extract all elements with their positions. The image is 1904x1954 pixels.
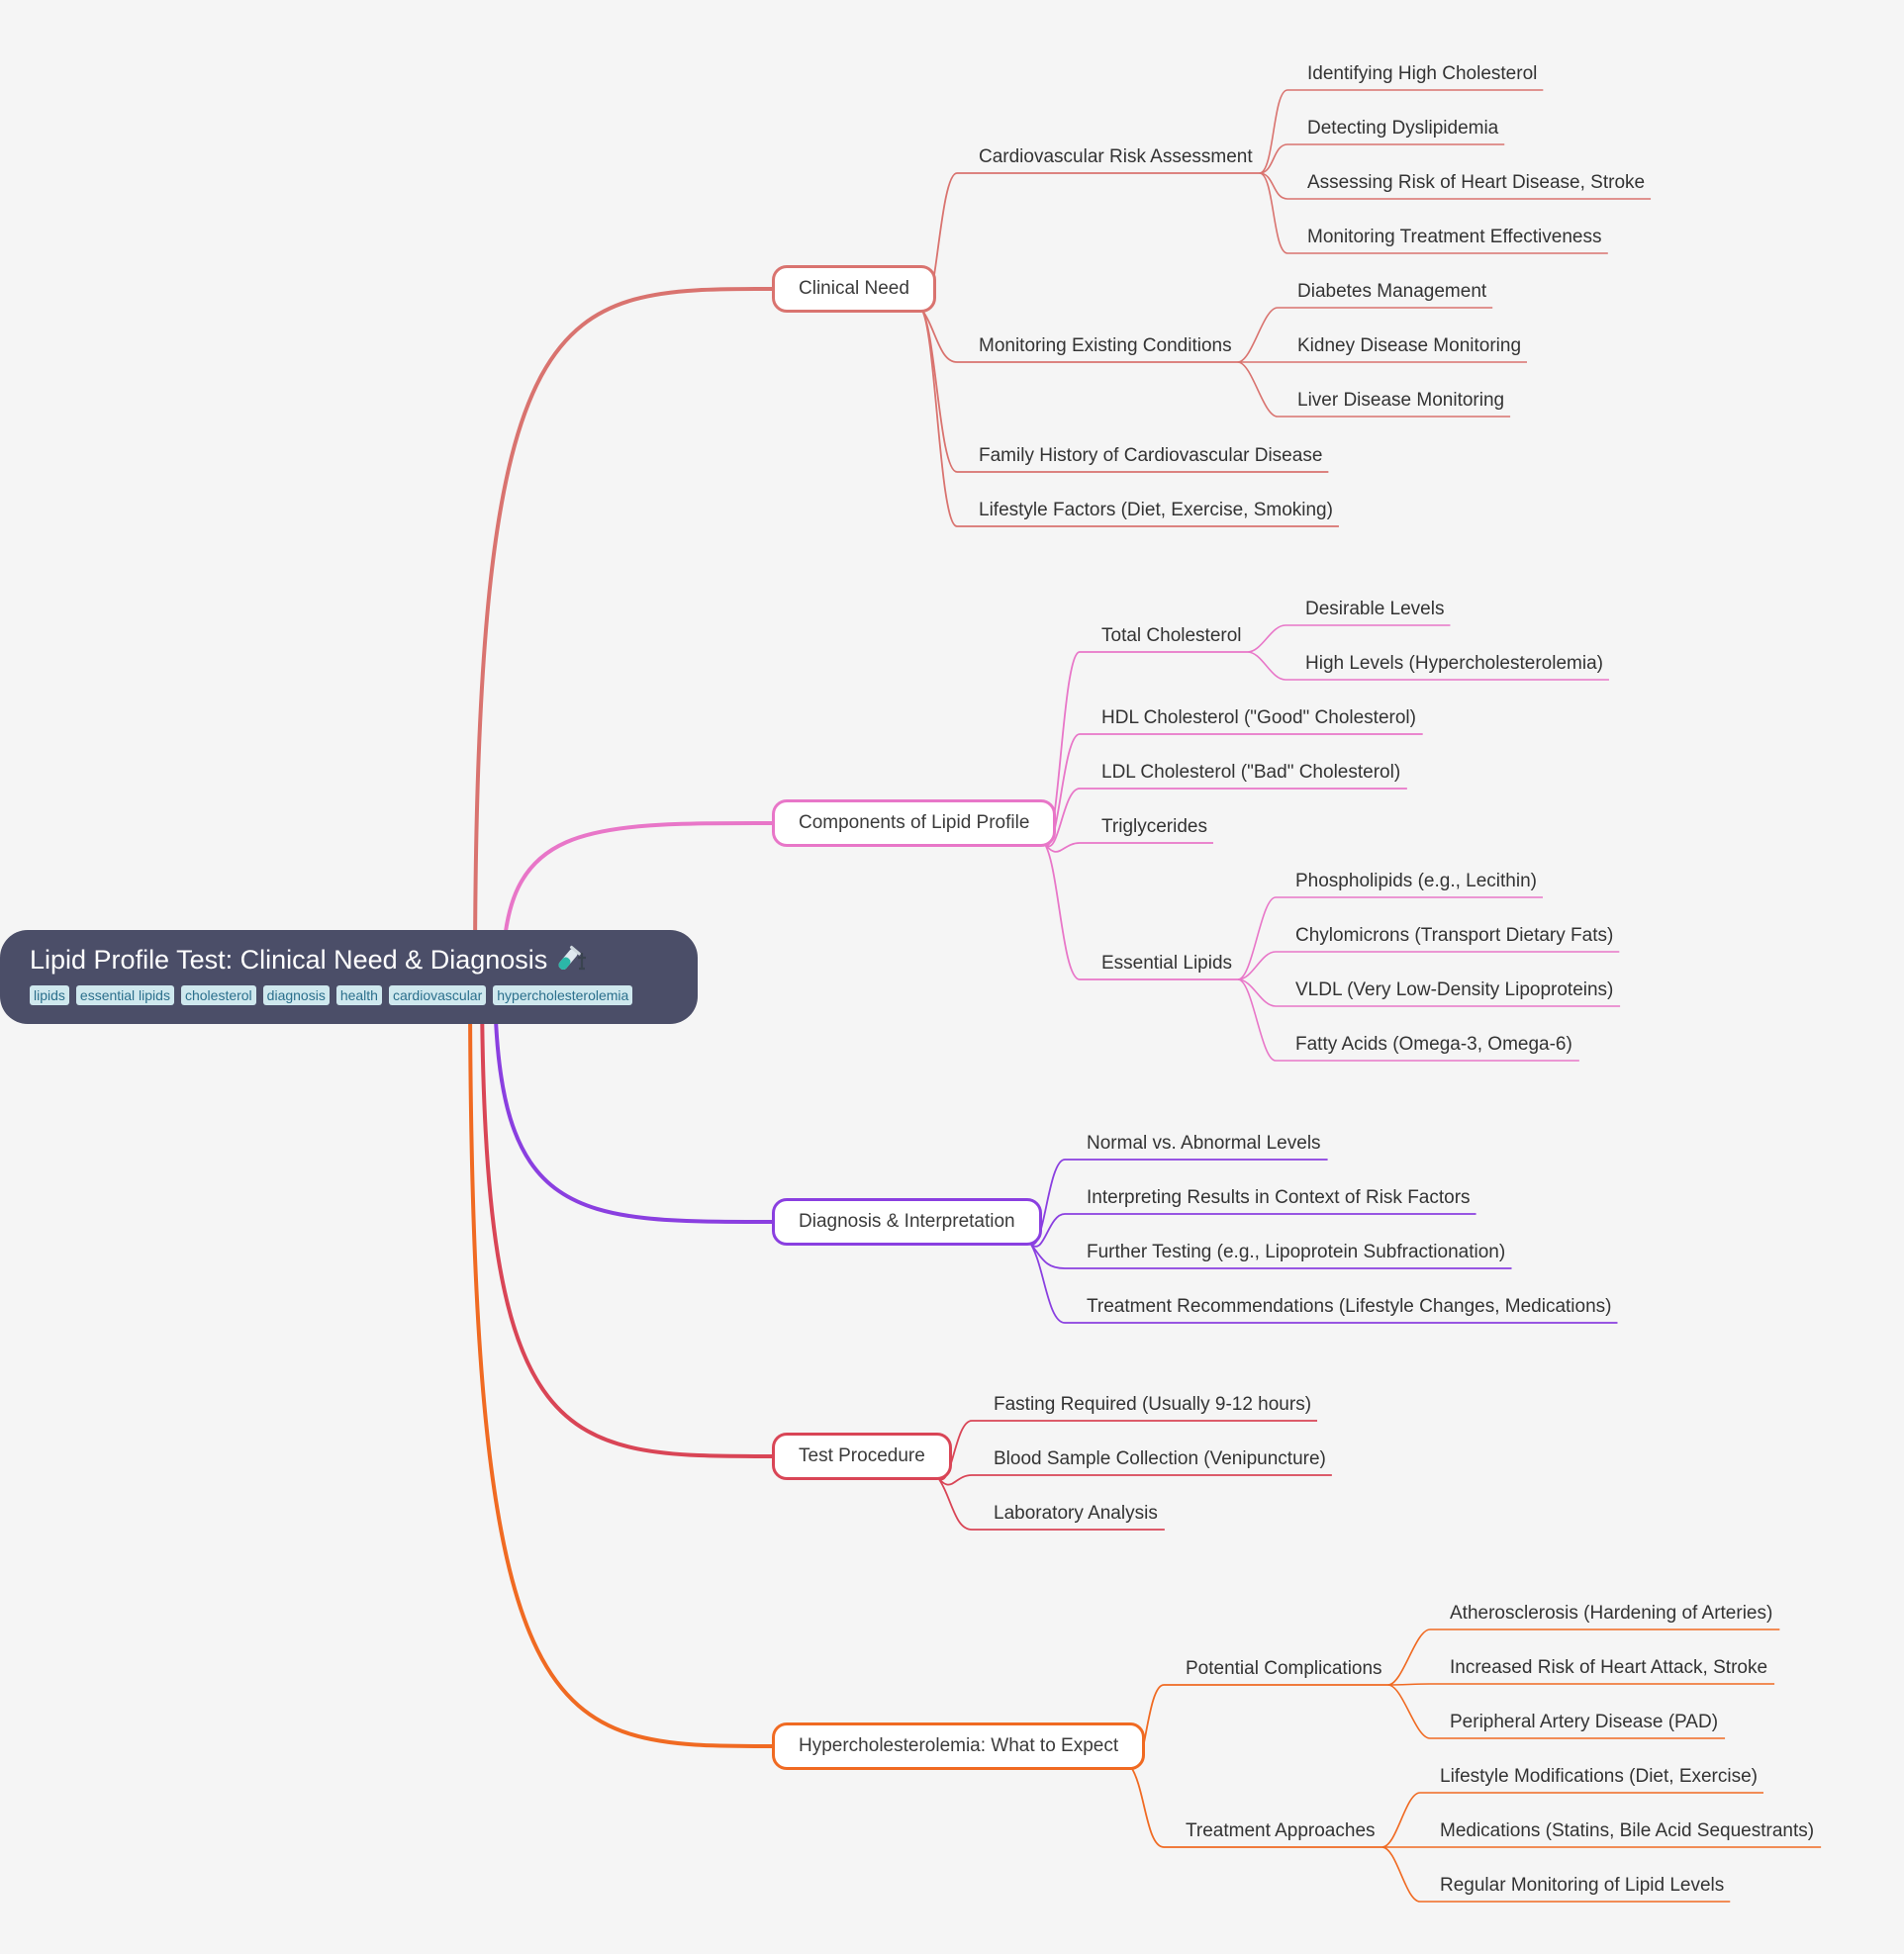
connector-line [480,976,773,1458]
subtopic-detecting-dyslipidemia[interactable]: Detecting Dyslipidemia [1307,118,1499,139]
connector-line [1259,143,1505,174]
branch-node-hypercholesterolemia-what-to-expect[interactable]: Hypercholesterolemia: What to Expect [772,1722,1146,1770]
topic-hdl-cholesterol-good-cholesterol[interactable]: HDL Cholesterol ("Good" Cholesterol) [1101,707,1416,728]
connector-line [1028,1213,1476,1248]
connector-line [1129,1684,1388,1770]
connector-line [1237,361,1511,418]
tag: hypercholesterolemia [493,985,633,1005]
topic-blood-sample-collection-venipuncture[interactable]: Blood Sample Collection (Venipuncture) [994,1448,1326,1469]
branch-node-components-of-lipid-profile[interactable]: Components of Lipid Profile [772,799,1057,847]
branch-node-test-procedure[interactable]: Test Procedure [772,1433,952,1480]
connector-line [1381,1792,1763,1848]
connector-line [1259,89,1544,174]
connector-line [493,976,773,1224]
topic-further-testing-e-g-lipoprotein-subfract[interactable]: Further Testing (e.g., Lipoprotein Subfr… [1087,1242,1506,1262]
connector-line [1381,1846,1731,1903]
connector-line [468,976,773,1748]
topic-treatment-approaches[interactable]: Treatment Approaches [1186,1820,1376,1841]
tag: cardiovascular [388,985,487,1005]
connector-line [1129,1765,1382,1848]
connector-line [1247,624,1451,653]
topic-interpreting-results-in-context-of-risk-[interactable]: Interpreting Results in Context of Risk … [1087,1187,1471,1208]
connector-line [1237,978,1621,1007]
connector-line [501,821,773,977]
connector-line [1237,307,1493,363]
topic-monitoring-existing-conditions[interactable]: Monitoring Existing Conditions [979,335,1232,356]
connector-line [1043,788,1407,848]
branch-node-diagnosis-interpretation[interactable]: Diagnosis & Interpretation [772,1198,1042,1246]
subtopic-peripheral-artery-disease-pad[interactable]: Peripheral Artery Disease (PAD) [1450,1712,1719,1732]
connector-line [936,1475,1165,1531]
connector-line [920,308,1238,363]
topic-total-cholesterol[interactable]: Total Cholesterol [1101,625,1242,646]
connector-line [1237,951,1620,980]
topic-fasting-required-usually-9-12-hours[interactable]: Fasting Required (Usually 9-12 hours) [994,1394,1312,1415]
topic-treatment-recommendations-lifestyle-chan[interactable]: Treatment Recommendations (Lifestyle Cha… [1087,1296,1612,1317]
test-tube-icon [558,945,587,971]
connector-line [1237,896,1543,980]
topic-normal-vs-abnormal-levels[interactable]: Normal vs. Abnormal Levels [1087,1133,1321,1154]
topic-potential-complications[interactable]: Potential Complications [1186,1658,1382,1679]
topic-triglycerides[interactable]: Triglycerides [1101,816,1207,837]
subtopic-fatty-acids-omega-3-omega-6[interactable]: Fatty Acids (Omega-3, Omega-6) [1295,1034,1572,1055]
connector-line [1237,978,1579,1062]
subtopic-increased-risk-of-heart-attack-stroke[interactable]: Increased Risk of Heart Attack, Stroke [1450,1657,1768,1678]
subtopic-chylomicrons-transport-dietary-fats[interactable]: Chylomicrons (Transport Dietary Fats) [1295,925,1614,946]
connector-line [1387,1684,1726,1739]
topic-laboratory-analysis[interactable]: Laboratory Analysis [994,1503,1158,1524]
tag: diagnosis [262,985,330,1005]
topic-lifestyle-factors-diet-exercise-smoking[interactable]: Lifestyle Factors (Diet, Exercise, Smoki… [979,500,1333,520]
connector-line [1387,1628,1780,1686]
subtopic-phospholipids-e-g-lecithin[interactable]: Phospholipids (e.g., Lecithin) [1295,871,1537,891]
subtopic-lifestyle-modifications-diet-exercise[interactable]: Lifestyle Modifications (Diet, Exercise) [1440,1766,1758,1787]
branch-node-clinical-need[interactable]: Clinical Need [772,265,936,313]
subtopic-high-levels-hypercholesterolemia[interactable]: High Levels (Hypercholesterolemia) [1305,653,1603,674]
topic-cardiovascular-risk-assessment[interactable]: Cardiovascular Risk Assessment [979,146,1253,167]
connector-line [920,172,1260,312]
root-node[interactable]: Lipid Profile Test: Clinical Need & Diag… [0,930,698,1024]
connector-line [1043,842,1213,853]
connector-line [473,287,773,977]
subtopic-diabetes-management[interactable]: Diabetes Management [1297,281,1487,302]
topic-essential-lipids[interactable]: Essential Lipids [1101,953,1233,974]
connector-line [936,1474,1332,1486]
connector-line [1387,1683,1775,1686]
subtopic-kidney-disease-monitoring[interactable]: Kidney Disease Monitoring [1297,335,1522,356]
subtopic-assessing-risk-of-heart-disease-stroke[interactable]: Assessing Risk of Heart Disease, Stroke [1307,172,1646,193]
connector-line [920,308,1339,527]
connector-line [1259,172,1608,254]
subtopic-regular-monitoring-of-lipid-levels[interactable]: Regular Monitoring of Lipid Levels [1440,1875,1725,1896]
connector-line [1043,842,1239,980]
subtopic-medications-statins-bile-acid-sequestran[interactable]: Medications (Statins, Bile Acid Sequestr… [1440,1820,1815,1841]
connector-line [1028,1241,1618,1324]
connector-line [1247,651,1609,681]
tag: essential lipids [75,985,174,1005]
subtopic-monitoring-treatment-effectiveness[interactable]: Monitoring Treatment Effectiveness [1307,227,1602,247]
tag: cholesterol [180,985,256,1005]
tag: lipids [30,985,69,1005]
subtopic-desirable-levels[interactable]: Desirable Levels [1305,599,1445,619]
subtopic-identifying-high-cholesterol[interactable]: Identifying High Cholesterol [1307,63,1538,84]
topic-family-history-of-cardiovascular-disease[interactable]: Family History of Cardiovascular Disease [979,445,1323,466]
tag: health [335,985,382,1005]
connector-line [1259,172,1652,200]
subtopic-liver-disease-monitoring[interactable]: Liver Disease Monitoring [1297,390,1505,411]
topic-ldl-cholesterol-bad-cholesterol[interactable]: LDL Cholesterol ("Bad" Cholesterol) [1101,762,1401,783]
tag-list: lipids essential lipids cholesterol diagnos… [30,985,668,1005]
root-title-row: Lipid Profile Test: Clinical Need & Diag… [30,942,668,977]
root-title: Lipid Profile Test: Clinical Need & Diag… [30,945,548,975]
subtopic-vldl-very-low-density-lipoproteins[interactable]: VLDL (Very Low-Density Lipoproteins) [1295,979,1614,1000]
subtopic-atherosclerosis-hardening-of-arteries[interactable]: Atherosclerosis (Hardening of Arteries) [1450,1603,1773,1624]
